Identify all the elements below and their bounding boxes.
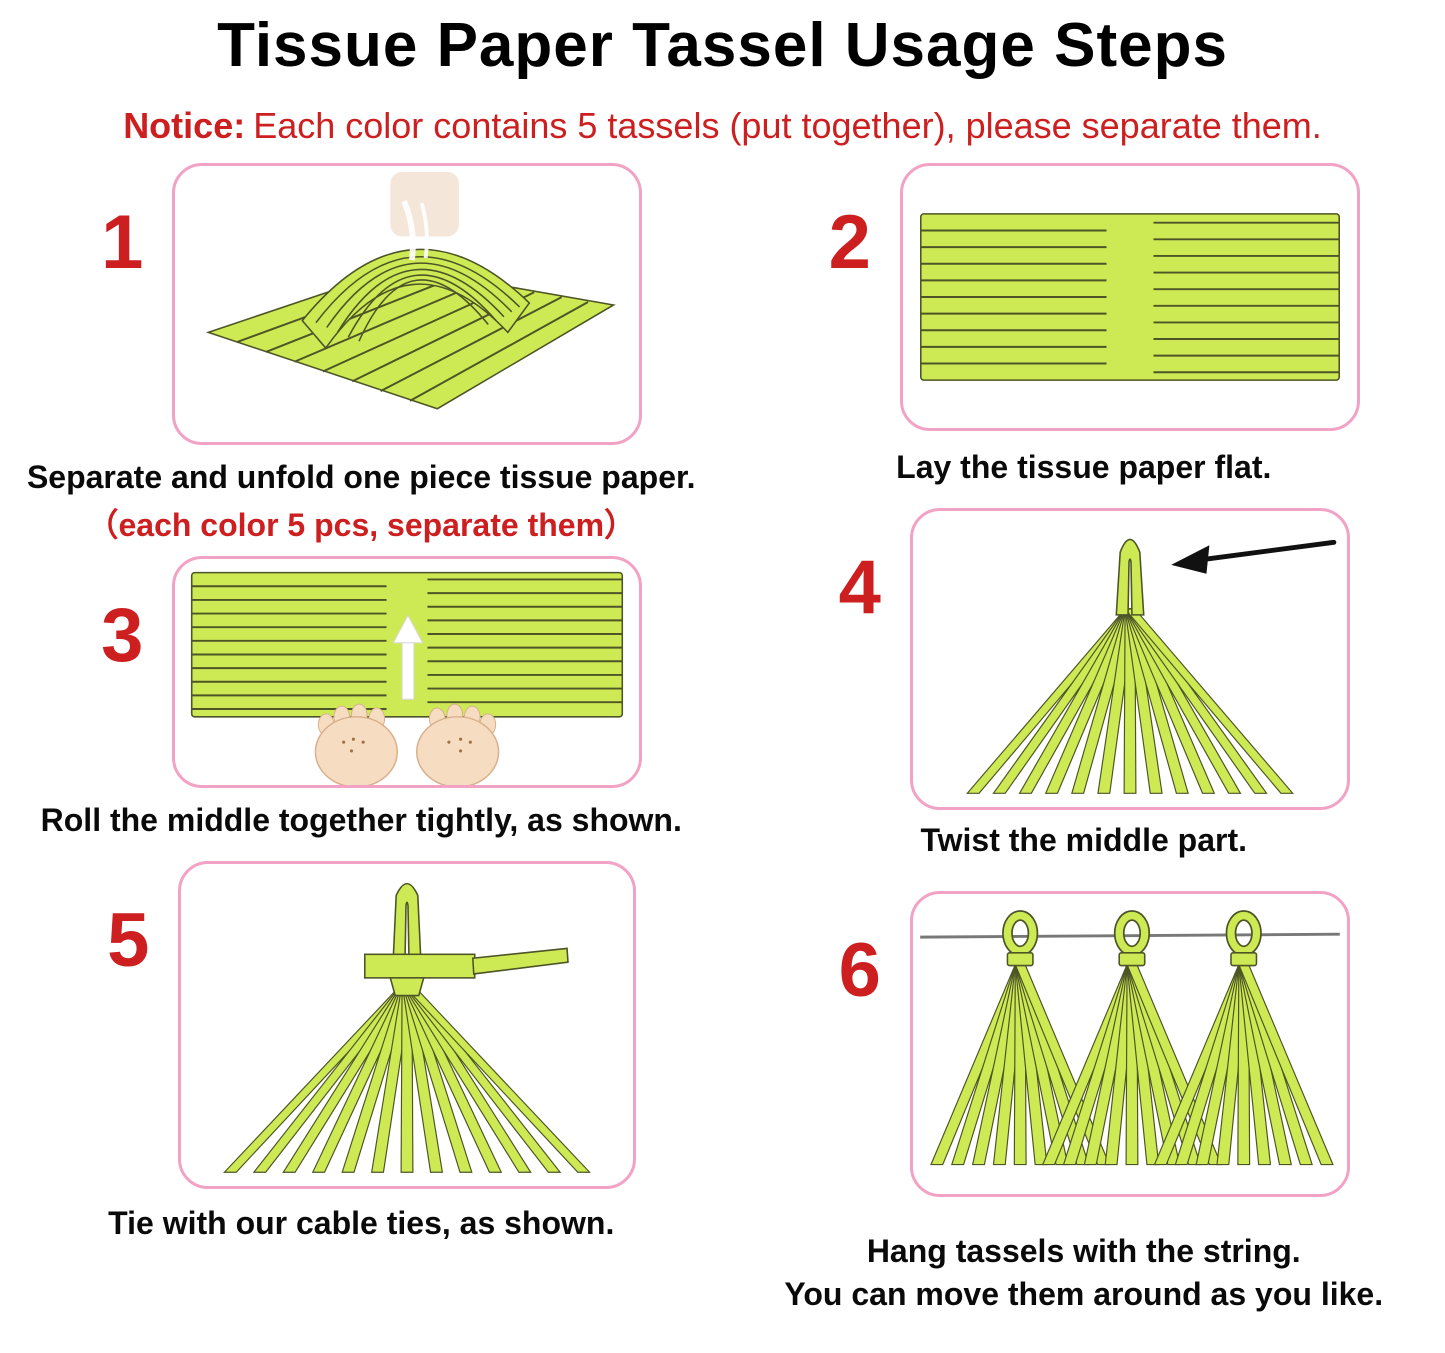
step-4-illustration-box (909, 508, 1350, 810)
cable-tie-illustration (223, 882, 592, 1173)
step-2-illustration-box (899, 163, 1360, 431)
step-1: 1 (80, 163, 643, 445)
step-5-number: 5 (107, 898, 150, 983)
tassel-1-loop (1001, 910, 1039, 967)
step-2-number: 2 (828, 200, 871, 285)
steps-grid: 1 (0, 151, 1445, 1313)
step-2-caption: Lay the tissue paper flat. (896, 449, 1272, 485)
step-4: 4 (818, 508, 1350, 810)
step-3: 3 (80, 556, 643, 788)
white-ties (401, 200, 430, 261)
top-loop (1115, 538, 1145, 616)
right-column: 2 (723, 151, 1445, 1313)
right-fringe-cuts (1153, 221, 1339, 374)
tassel-strips (223, 983, 592, 1173)
step-5-caption: Tie with our cable ties, as shown. (108, 1205, 615, 1241)
step-5-illustration-box (178, 861, 637, 1189)
left-column: 1 (0, 151, 723, 1313)
tassel-2-loop (1113, 910, 1150, 967)
step-6-illustration-box (909, 891, 1350, 1197)
step-3-caption: Roll the middle together tightly, as sho… (40, 802, 682, 838)
page-title: Tissue Paper Tassel Usage Steps (217, 11, 1228, 80)
step-1-subcaption: （each color 5 pcs, separate them） (86, 507, 637, 543)
lifted-strip-lines (315, 255, 521, 342)
notice-text: Each color contains 5 tassels (put toget… (253, 105, 1322, 146)
tassel-3-loop (1225, 910, 1262, 967)
arrow-up-icon (392, 614, 424, 700)
knot (389, 977, 425, 997)
notice-label: Notice: (123, 105, 246, 146)
step-1-illustration-box (172, 163, 643, 445)
hanging-tassels-illustration (919, 910, 1340, 1166)
step-6-number: 6 (838, 928, 881, 1013)
left-fringe-cuts (920, 229, 1107, 365)
step-6-caption: Hang tassels with the string. (866, 1233, 1301, 1269)
top-loop (392, 882, 422, 960)
step-6-subcaption: You can move them around as you like. (784, 1276, 1384, 1312)
step-4-number: 4 (838, 545, 881, 630)
step-6: 6 (818, 891, 1350, 1197)
step-3-number: 3 (101, 593, 144, 678)
step-2: 2 (808, 163, 1360, 431)
notice-line: Notice:Each color contains 5 tassels (pu… (4, 105, 1441, 147)
unfold-tissue-illustration (206, 171, 616, 410)
twist-middle-illustration (965, 538, 1337, 794)
string-line (919, 932, 1340, 939)
tissue-sheet (206, 266, 616, 410)
roll-middle-illustration (191, 571, 624, 785)
arrow-left-icon (1170, 539, 1337, 574)
flat-tissue-illustration (919, 213, 1340, 381)
tassel-3-strips (1153, 964, 1334, 1166)
cable-tie-tail (472, 947, 570, 975)
left-hand (314, 703, 399, 785)
step-4-caption: Twist the middle part. (920, 822, 1248, 858)
right-hand (416, 703, 500, 785)
step-1-number: 1 (101, 200, 144, 285)
step-1-caption: Separate and unfold one piece tissue pap… (26, 459, 696, 495)
step-5: 5 (86, 861, 637, 1189)
cable-tie-band (364, 953, 476, 979)
right-fringe-cuts (427, 578, 623, 704)
tassel-strips (965, 608, 1294, 794)
step-3-illustration-box (172, 556, 643, 788)
